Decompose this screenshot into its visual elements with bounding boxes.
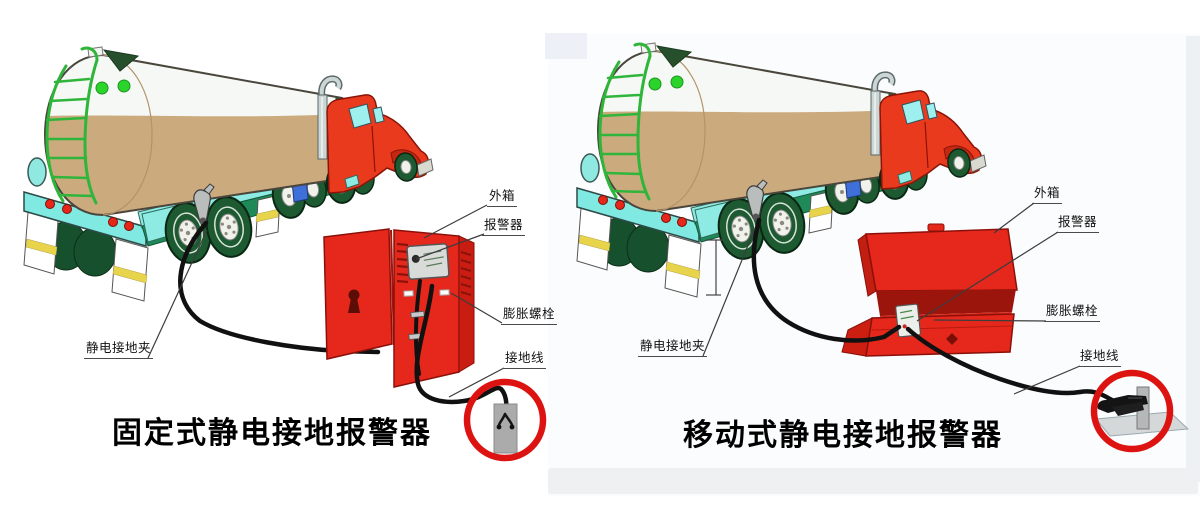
wire-prongs [497, 412, 514, 427]
ground-wire [414, 283, 509, 425]
clamp-cable [751, 217, 902, 343]
label-alarm-mobile: 报警器 [1056, 215, 1100, 233]
label-expansion-bolt-mobile: 膨胀螺栓 [1044, 304, 1101, 322]
vent-slots [396, 242, 472, 297]
toolbox-handle [927, 223, 945, 232]
label-outer-box-mobile: 外箱 [1032, 186, 1063, 204]
portable-toolbox [841, 223, 1018, 357]
label-ground-wire-fixed: 接地线 [503, 351, 547, 369]
wall-cabinet [323, 228, 475, 388]
label-outer-box-fixed: 外箱 [487, 189, 518, 207]
expansion-bolt-slot [439, 289, 450, 296]
label-alarm-fixed: 报警器 [482, 218, 526, 236]
bottom-strip [548, 468, 1198, 494]
leader-lines [147, 204, 505, 398]
clamp-cable [178, 220, 381, 355]
ground-stake [493, 403, 518, 454]
leader-lines [702, 202, 1081, 395]
label-static-ground-clamp-mobile: 静电接地夹 [638, 339, 708, 357]
right-edge-strip [1186, 36, 1200, 482]
fixed-unit-title: 固定式静电接地报警器 [112, 417, 432, 450]
diamond-logo [946, 333, 958, 345]
highlight-circle [463, 378, 547, 462]
cable-clip [410, 310, 425, 319]
expansion-bolt-slot [403, 290, 414, 297]
toolbox-lid [865, 228, 1018, 292]
keyhole [348, 289, 360, 313]
ground-clamp [1097, 395, 1148, 413]
label-ground-wire-mobile: 接地线 [1078, 349, 1122, 367]
label-static-ground-clamp-fixed: 静电接地夹 [84, 341, 154, 359]
dimension-bracket [706, 239, 724, 296]
label-expansion-bolt-fixed: 膨胀螺栓 [501, 307, 558, 325]
highlight-circle [1090, 369, 1174, 453]
background-artifact [545, 33, 587, 59]
mobile-unit-title: 移动式静电接地报警器 [683, 419, 1003, 452]
